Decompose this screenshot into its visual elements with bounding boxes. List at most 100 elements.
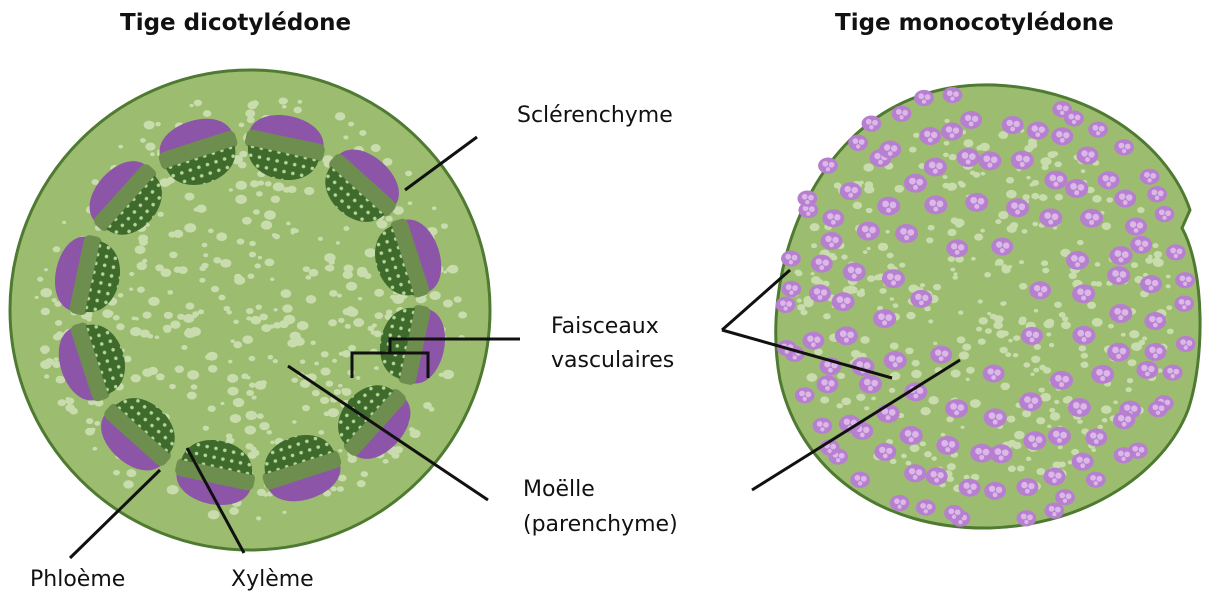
bundle-vessel [882,201,889,208]
parenchyma-cell [841,255,847,260]
bundle-vessel [999,455,1004,460]
bundle-vessel [836,458,840,462]
vascular-bundle [876,404,899,423]
parenchyma-cell [167,290,173,295]
parenchyma-cell [1005,352,1011,357]
bundle-vessel [1149,286,1154,291]
parenchyma-cell [879,288,886,294]
parenchyma-cell [443,300,453,308]
parenchyma-cell [853,202,862,209]
parenchyma-cell [227,387,238,396]
parenchyma-cell [357,267,367,275]
parenchyma-cell [113,470,120,476]
bundle-vessel [939,356,944,361]
parenchyma-cell [995,219,1001,224]
parenchyma-cell [309,269,319,277]
parenchyma-cell [978,299,983,303]
bundle-vessel [1135,240,1141,246]
bundle-vessel [885,314,892,321]
vascular-bundle [817,375,839,393]
bundle-vessel [1021,482,1027,488]
parenchyma-cell [439,373,444,377]
bundle-vessel [864,379,871,386]
parenchyma-cell [170,321,180,329]
vascular-bundle [978,151,1001,170]
parenchyma-cell [979,143,989,151]
parenchyma-cell [374,289,384,297]
parenchyma-cell [1007,225,1017,233]
parenchyma-cell [890,343,899,350]
bundle-vessel [1162,216,1166,220]
parenchyma-cell [1128,359,1137,366]
parenchyma-cell [410,429,421,438]
parenchyma-cell [140,138,146,143]
parenchyma-cell [58,399,67,406]
vascular-bundle [1114,139,1134,155]
bundle-vessel [819,265,824,270]
bundle-vessel [844,186,850,192]
parenchyma-cell [405,171,412,177]
parenchyma-cell [1039,365,1046,370]
parenchyma-cell [227,310,232,314]
parenchyma-cell [970,399,981,408]
parenchyma-cell [1102,418,1108,423]
parenchyma-cell [194,100,202,107]
parenchyma-cell [943,175,948,179]
bundle-vessel [859,139,865,145]
parenchyma-cell [1148,255,1153,259]
parenchyma-cell [294,107,302,114]
parenchyma-cell [249,252,256,258]
parenchyma-cell [233,398,244,407]
parenchyma-cell [1091,448,1096,452]
bundle-vessel [889,409,896,416]
bundle-vessel [821,289,827,295]
parenchyma-cell [137,287,145,293]
parenchyma-cell [374,312,383,319]
bundle-vessel [811,342,816,347]
vascular-bundle [1140,275,1162,293]
parenchyma-cell [44,268,48,271]
parenchyma-cell [430,291,441,300]
vascular-bundle [1088,122,1108,138]
parenchyma-cell [1040,194,1046,199]
vascular-bundle [1091,365,1114,384]
parenchyma-cell [1032,222,1038,227]
parenchyma-cell [887,264,895,270]
parenchyma-cell [293,229,298,233]
parenchyma-cell [999,347,1007,354]
bundle-vessel [1077,288,1084,295]
bundle-vessel [1021,514,1027,520]
parenchyma-cell [887,253,894,259]
parenchyma-cell [952,275,958,280]
bundle-vessel [1139,447,1145,453]
parenchyma-cell [132,316,137,320]
bundle-vessel [841,303,846,308]
bundle-vessel [953,91,959,97]
vascular-bundle [1072,453,1094,471]
bundle-vessel [924,509,928,513]
parenchyma-cell [458,311,467,318]
bundle-vessel [1088,151,1094,157]
parenchyma-cell [41,308,50,316]
vascular-bundle [1064,110,1084,126]
bundle-vessel [1038,292,1043,297]
bundle-vessel [947,90,953,96]
vascular-bundle [916,500,936,516]
bundle-vessel [805,200,809,204]
bundle-vessel [799,391,805,397]
bundle-vessel [856,144,860,148]
bundle-vessel [806,212,810,216]
bundle-vessel [1060,432,1067,439]
parenchyma-cell [270,441,274,444]
bundle-vessel [1148,366,1154,372]
parenchyma-cell [183,314,194,323]
parenchyma-cell [249,356,256,361]
parenchyma-cell [203,110,212,117]
parenchyma-cell [1154,251,1163,258]
vascular-bundle [822,209,844,227]
bundle-vessel [1057,438,1062,443]
vascular-bundle [882,269,905,288]
bundle-vessel [900,228,907,235]
parenchyma-cell [1077,419,1083,424]
bundle-vessel [1096,476,1102,482]
